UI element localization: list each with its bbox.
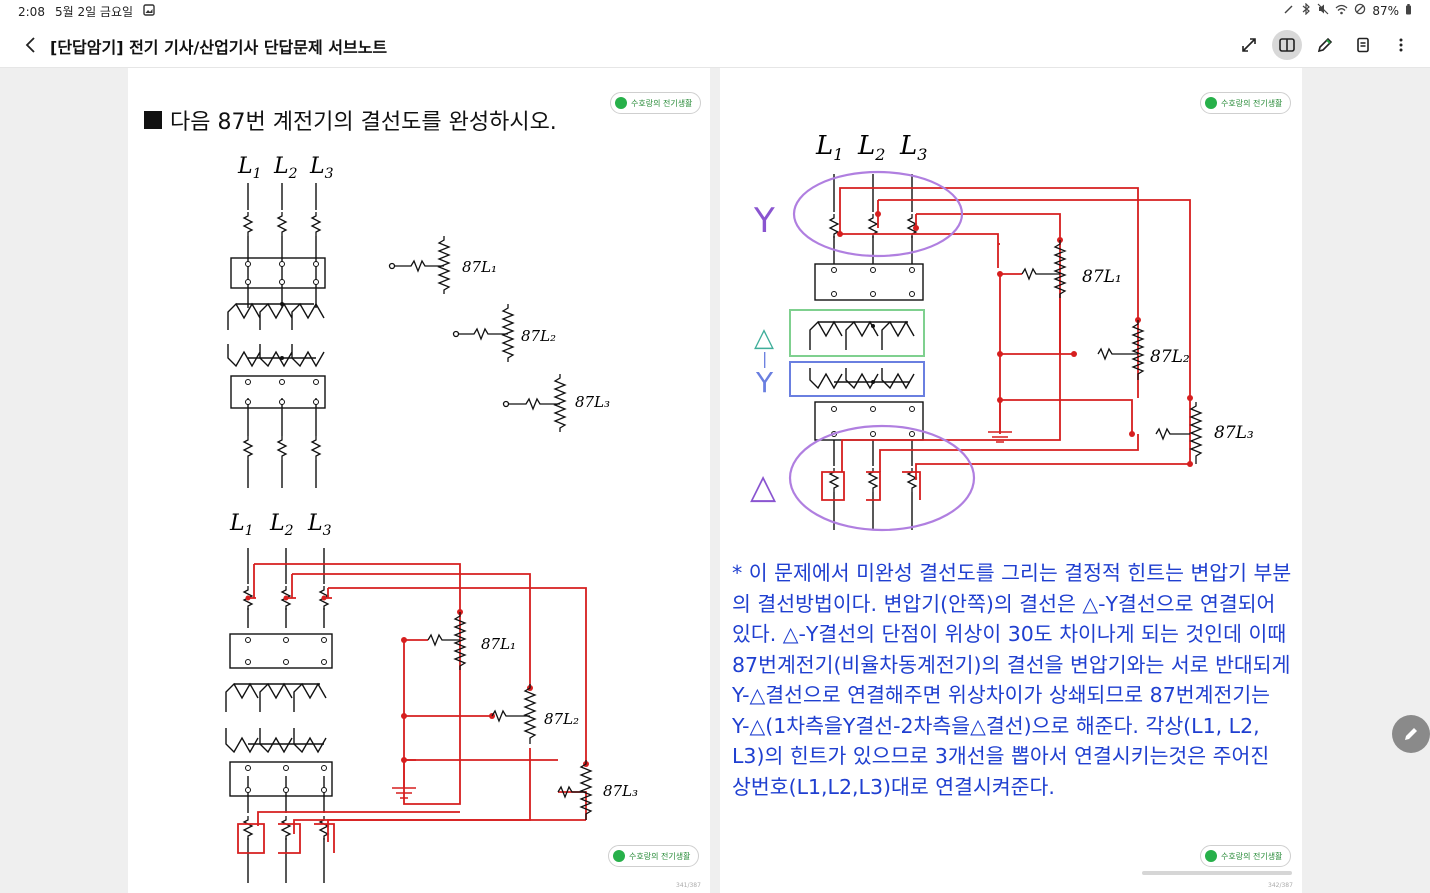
watermark-badge: 수호랑의 전기생활 [610,92,702,114]
left-page: 수호랑의 전기생활 다음 87번 계전기의 결선도를 완성하시오. L1 L2 … [128,68,710,893]
diagram-completed: L1 L2 L3 [225,511,638,883]
horizontal-scrollbar[interactable] [1142,871,1292,875]
diagram-unfinished: L1 L2 L3 [227,154,610,488]
wifi-icon [1335,4,1348,18]
gallery-notification-icon [143,4,155,19]
more-vertical-icon [1399,38,1403,52]
phase-label: L2 [273,154,298,182]
relay-label: 87L₃ [1214,423,1254,443]
page-number: 342/387 [1268,882,1293,889]
badge-logo-icon [1205,97,1217,109]
circuit-diagram-solution: L1 L2 L3 Y △ | Y △ [750,131,1254,532]
relay-label: 87L₃ [575,393,610,411]
wye-symbol: Y [755,366,774,399]
relay-label: 87L₂ [1150,347,1190,367]
wye-symbol: Y [753,201,775,241]
phase-label: L2 [269,511,294,539]
ground-icon [988,400,1012,443]
date: 5월 2일 금요일 [54,5,134,19]
fullscreen-button[interactable] [1234,30,1264,60]
battery-level: 87% [1372,3,1399,18]
watermark-badge: 수호랑의 전기생활 [1200,845,1292,867]
question-text: 다음 87번 계전기의 결선도를 완성하시오. [144,104,557,136]
right-page: 수호랑의 전기생활 L1 L2 L3 Y △ | Y △ [720,68,1302,893]
relay-label: 87L₂ [544,710,579,728]
relay-label: 87L₃ [603,782,638,800]
back-button[interactable] [16,30,46,60]
relay-label: 87L₁ [481,635,516,653]
page-number: 341/387 [676,882,701,889]
status-bar: 2:08 5월 2일 금요일 87% [0,0,1430,22]
pen-icon [1317,37,1333,53]
badge-logo-icon [1205,850,1217,862]
circuit-diagrams-left: L1 L2 L3 [225,154,638,883]
delta-symbol: △ [750,467,777,507]
more-options-button[interactable] [1386,30,1416,60]
expand-icon [1242,38,1256,52]
phase-label: L2 [857,131,885,164]
phase-label: L3 [899,131,927,164]
edit-fab-button[interactable] [1392,715,1430,753]
watermark-badge: 수호랑의 전기생활 [1200,92,1292,114]
relay-label: 87L₁ [462,258,497,276]
phase-label: L3 [309,154,334,182]
badge-logo-icon [613,850,625,862]
watermark-badge: 수호랑의 전기생활 [608,845,700,867]
chevron-left-icon [25,37,35,53]
badge-logo-icon [615,97,627,109]
clock: 2:08 [18,4,45,19]
wye-highlight-ellipse [792,170,964,258]
bullet-square-icon [144,111,162,129]
dnd-icon [1354,3,1366,18]
phase-label: L3 [307,511,332,539]
mute-icon [1317,3,1329,18]
relay-label: 87L₁ [1082,267,1122,287]
relay-label: 87L₂ [521,327,556,345]
book-icon [1279,38,1295,52]
pencil-icon [1405,728,1417,740]
pages-button[interactable] [1348,30,1378,60]
app-bar: [단답암기] 전기 기사/산업기사 단답문제 서브노트 [0,22,1430,68]
dash-symbol: | [762,349,767,368]
read-mode-button[interactable] [1272,30,1302,60]
battery-icon [1405,3,1412,18]
pen-button[interactable] [1310,30,1340,60]
phase-label: L1 [237,154,262,182]
phase-label: L1 [815,131,843,164]
ground-icon [392,760,416,799]
delta-symbol: △ [754,323,774,353]
document-icon [1357,37,1369,53]
bluetooth-icon [1301,2,1311,18]
explanation-text: * 이 문제에서 미완성 결선도를 그리는 결정적 힌트는 변압기 부분의 결선… [732,561,1292,799]
phase-label: L1 [229,511,254,539]
document-title: [단답암기] 전기 기사/산업기사 단답문제 서브노트 [50,38,388,57]
pen-status-icon [1283,3,1295,18]
delta-highlight-ellipse [788,424,976,532]
